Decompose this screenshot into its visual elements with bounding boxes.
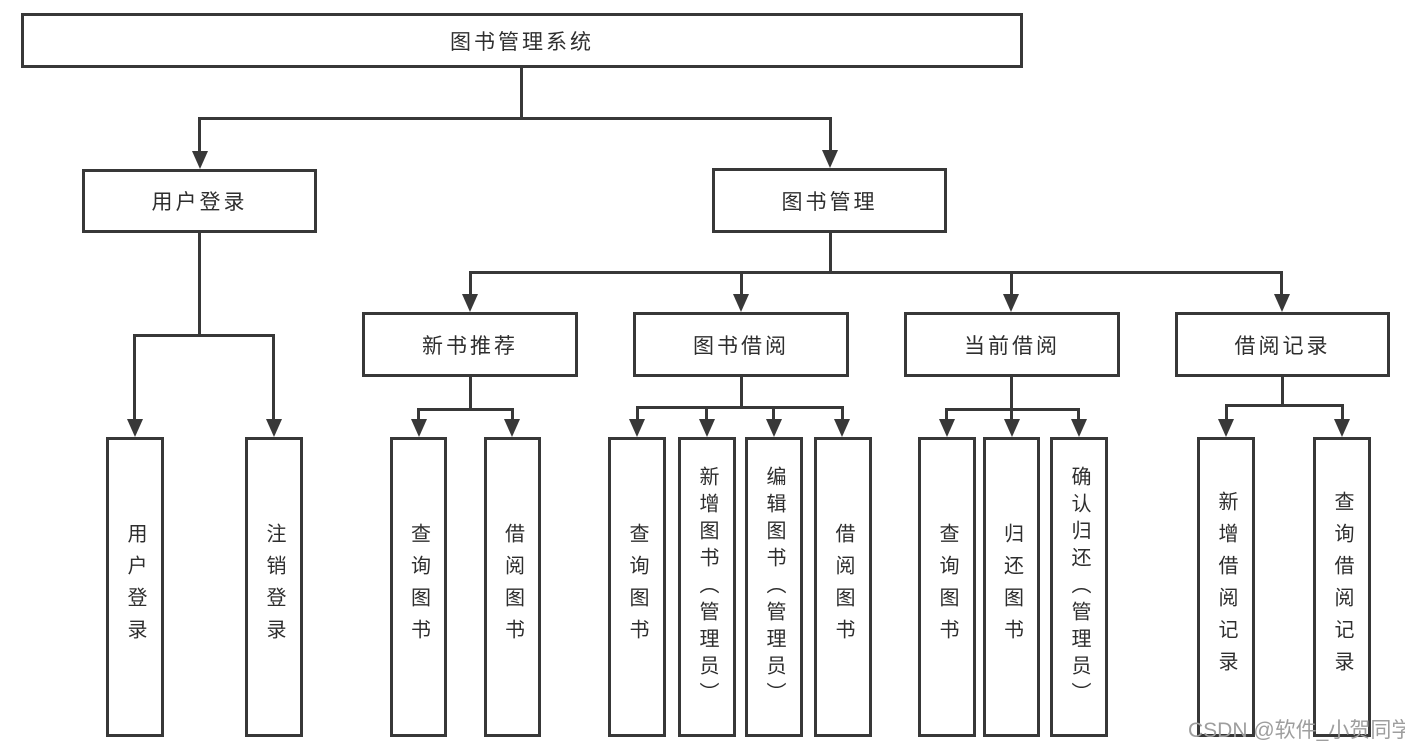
connector-line <box>705 406 708 422</box>
leaf-query-books-borrow: 查询图书 <box>608 437 666 737</box>
node-label: 查询借阅记录 <box>1331 491 1353 683</box>
leaf-edit-books-admin: 编辑图书（管理员） <box>745 437 803 737</box>
connector-line <box>469 377 472 411</box>
connector-line <box>841 406 844 422</box>
connector-line <box>1225 404 1228 422</box>
node-label: 归还图书 <box>1000 523 1023 651</box>
node-label: 图书借阅 <box>693 334 789 358</box>
connector-line <box>1341 404 1344 422</box>
connector-line <box>198 233 201 337</box>
connector-line <box>469 271 1283 274</box>
connector-line <box>417 408 514 411</box>
node-label: 确认归还（管理员） <box>1068 465 1090 709</box>
node-label: 查询图书 <box>407 523 430 651</box>
arrow-down-icon <box>834 419 850 437</box>
leaf-query-books-current: 查询图书 <box>918 437 976 737</box>
node-label: 图书管理系统 <box>450 30 594 54</box>
node-label: 用户登录 <box>124 523 146 651</box>
leaf-confirm-return-admin: 确认归还（管理员） <box>1050 437 1108 737</box>
node-label: 查询图书 <box>626 523 648 651</box>
connector-line <box>511 408 514 422</box>
node-current-borrowing: 当前借阅 <box>904 312 1120 377</box>
arrow-down-icon <box>1003 294 1019 312</box>
connector-line <box>133 334 136 421</box>
connector-line <box>636 406 639 422</box>
connector-line <box>1281 377 1284 407</box>
connector-line <box>469 271 472 296</box>
node-label: 注销登录 <box>263 523 285 651</box>
connector-line <box>520 68 523 120</box>
node-user-login: 用户登录 <box>82 169 317 233</box>
leaf-add-borrow-record: 新增借阅记录 <box>1197 437 1255 737</box>
connector-line <box>772 406 775 422</box>
arrow-down-icon <box>462 294 478 312</box>
leaf-borrow-books: 借阅图书 <box>814 437 872 737</box>
connector-line <box>198 117 201 153</box>
connector-line <box>417 408 420 422</box>
arrow-down-icon <box>629 419 645 437</box>
connector-line <box>1280 271 1283 296</box>
arrow-down-icon <box>1004 419 1020 437</box>
node-label: 新增借阅记录 <box>1215 491 1237 683</box>
node-borrowing-records: 借阅记录 <box>1175 312 1390 377</box>
node-library-management-system: 图书管理系统 <box>21 13 1023 68</box>
connector-line <box>1077 408 1080 422</box>
leaf-return-books: 归还图书 <box>983 437 1040 737</box>
watermark: CSDN @软件_小贺同学 <box>1188 719 1405 742</box>
connector-line <box>636 406 844 409</box>
arrow-down-icon <box>127 419 143 437</box>
node-label: 图书管理 <box>781 190 878 214</box>
arrow-down-icon <box>766 419 782 437</box>
node-new-book-recommend: 新书推荐 <box>362 312 578 377</box>
connector-line <box>829 233 832 274</box>
node-book-management: 图书管理 <box>712 168 947 233</box>
connector-line <box>1010 271 1013 296</box>
connector-line <box>198 117 832 120</box>
arrow-down-icon <box>504 419 520 437</box>
arrow-down-icon <box>1218 419 1234 437</box>
arrow-down-icon <box>1334 419 1350 437</box>
arrow-down-icon <box>192 151 208 169</box>
leaf-query-borrow-record: 查询借阅记录 <box>1313 437 1371 737</box>
leaf-user-login: 用户登录 <box>106 437 164 737</box>
connector-line <box>133 334 275 337</box>
connector-line <box>740 377 743 409</box>
connector-line <box>1225 404 1344 407</box>
arrow-down-icon <box>411 419 427 437</box>
leaf-query-books-recommend: 查询图书 <box>390 437 447 737</box>
connector-line <box>945 408 948 422</box>
node-label: 借阅记录 <box>1234 334 1331 358</box>
node-label: 当前借阅 <box>964 334 1060 358</box>
leaf-logout-login: 注销登录 <box>245 437 303 737</box>
node-label: 借阅图书 <box>501 523 524 651</box>
leaf-add-books-admin: 新增图书（管理员） <box>678 437 736 737</box>
connector-line <box>740 271 743 296</box>
node-label: 用户登录 <box>151 191 248 214</box>
arrow-down-icon <box>266 419 282 437</box>
connector-line <box>829 117 832 152</box>
arrow-down-icon <box>1274 294 1290 312</box>
connector-line <box>1010 408 1013 422</box>
arrow-down-icon <box>822 150 838 168</box>
connector-line <box>272 334 275 421</box>
node-book-borrowing: 图书借阅 <box>633 312 849 377</box>
connector-line <box>1010 377 1013 411</box>
node-label: 借阅图书 <box>832 523 854 651</box>
arrow-down-icon <box>939 419 955 437</box>
arrow-down-icon <box>699 419 715 437</box>
arrow-down-icon <box>1071 419 1087 437</box>
node-label: 查询图书 <box>936 523 958 651</box>
node-label: 新增图书（管理员） <box>696 465 718 709</box>
node-label: 新书推荐 <box>422 334 518 358</box>
leaf-borrow-books-recommend: 借阅图书 <box>484 437 541 737</box>
arrow-down-icon <box>733 294 749 312</box>
node-label: 编辑图书（管理员） <box>763 465 785 709</box>
